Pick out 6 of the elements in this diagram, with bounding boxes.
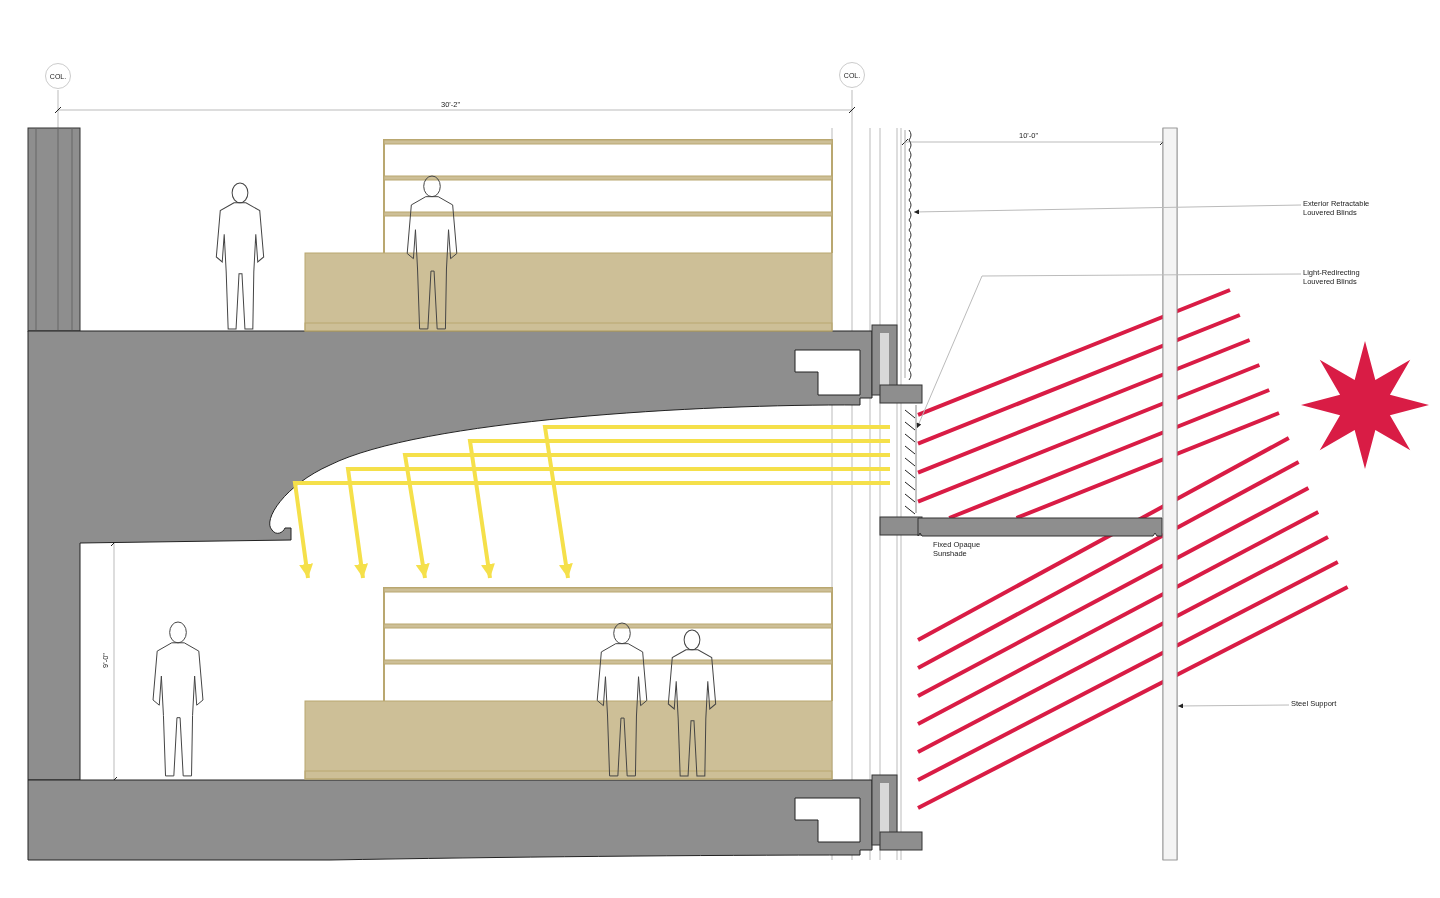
louvered-blind-drawing (904, 129, 912, 381)
steel-post-drawing (1162, 127, 1178, 861)
leader-line (1177, 703, 1290, 709)
louvered-blind-drawing (904, 404, 917, 515)
leader-line (916, 273, 1302, 429)
leader-line (913, 204, 1302, 215)
